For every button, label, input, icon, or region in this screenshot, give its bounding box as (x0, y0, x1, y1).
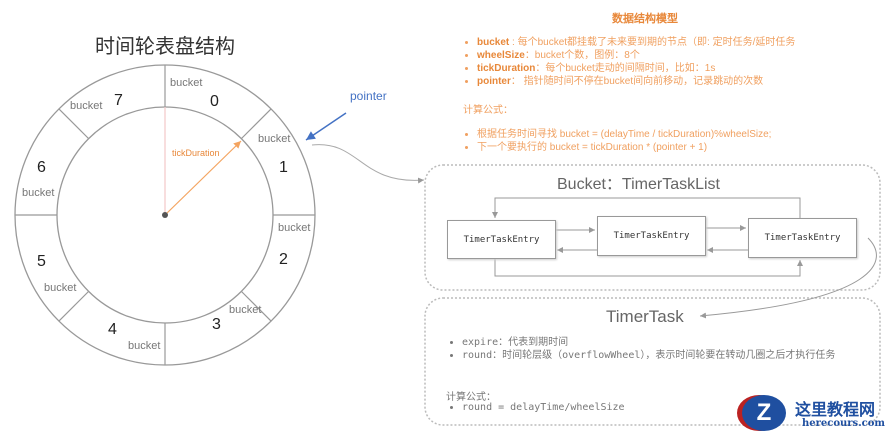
tick-duration-label: tickDuration (172, 148, 220, 158)
watermark-url: herecours.com (802, 418, 886, 429)
bucket-number: 5 (37, 253, 46, 270)
timer-task-list: expire：代表到期时间 round：时间轮层级（overflowWheel）… (448, 336, 862, 362)
model-item: pointer： 指针随时间不停在bucket间向前移动，记录跳动的次数 (477, 75, 795, 88)
model-item: tickDuration：每个bucket走动的间隔时间，比如：1s (477, 62, 795, 75)
model-list: bucket : 每个bucket都挂载了未来要到期的节点（即: 定时任务/延时… (463, 36, 795, 88)
bucket-number: 3 (212, 316, 221, 333)
bucket-label: bucket (70, 100, 103, 112)
bucket-number: 7 (114, 92, 123, 109)
bucket-number: 2 (279, 251, 288, 268)
bucket-divider (240, 290, 272, 322)
bucket-label: bucket (258, 133, 291, 145)
watermark-logo-icon: Z (742, 395, 786, 431)
bucket-list-box (424, 164, 881, 291)
timer-task-entry: TimerTaskEntry (748, 218, 857, 258)
bucket-number: 6 (37, 159, 46, 176)
bucket-label: bucket (229, 304, 262, 316)
wheel (14, 64, 316, 366)
model-item: bucket : 每个bucket都挂载了未来要到期的节点（即: 定时任务/延时… (477, 36, 795, 49)
bucket-divider (240, 108, 272, 140)
timer-task-item: expire：代表到期时间 (462, 336, 862, 349)
wheel-title: 时间轮表盘结构 (95, 36, 235, 58)
bucket-label: bucket (22, 187, 55, 199)
timer-task-box (424, 297, 881, 426)
bucket-number: 1 (279, 159, 288, 176)
formula-title: 计算公式： (463, 105, 513, 116)
bucket-divider (58, 290, 90, 322)
timer-task-entry: TimerTaskEntry (447, 220, 556, 259)
timer-task-title: TimerTask (606, 307, 684, 326)
bucket-label: bucket (128, 340, 161, 352)
formula-item: 根据任务时间寻找 bucket = (delayTime / tickDurat… (477, 128, 771, 141)
bucket-list-title: Bucket：TimerTaskList (557, 176, 721, 193)
timer-task-item: round：时间轮层级（overflowWheel），表示时间轮要在转动几圈之后… (462, 349, 862, 362)
bucket-label: bucket (44, 282, 77, 294)
watermark-name: 这里教程网 (795, 400, 876, 419)
bucket-divider (58, 108, 90, 140)
pointer-label: pointer (350, 89, 387, 103)
timer-task-formula-title: 计算公式： (446, 392, 496, 403)
model-item: wheelSize：bucket个数，图例：8个 (477, 49, 795, 62)
model-title: 数据结构模型 (612, 13, 678, 25)
formula-item: 下一个要执行的 bucket = tickDuration * (pointer… (477, 141, 771, 154)
bucket-number: 4 (108, 321, 117, 338)
timer-task-formula: round = delayTime/wheelSize (448, 401, 625, 414)
formula-list: 根据任务时间寻找 bucket = (delayTime / tickDurat… (463, 128, 771, 154)
pointer-hand (164, 140, 242, 216)
timer-task-entry: TimerTaskEntry (597, 216, 706, 256)
bucket-label: bucket (170, 77, 203, 89)
bucket-number: 0 (210, 93, 219, 110)
bucket-label: bucket (278, 222, 311, 234)
